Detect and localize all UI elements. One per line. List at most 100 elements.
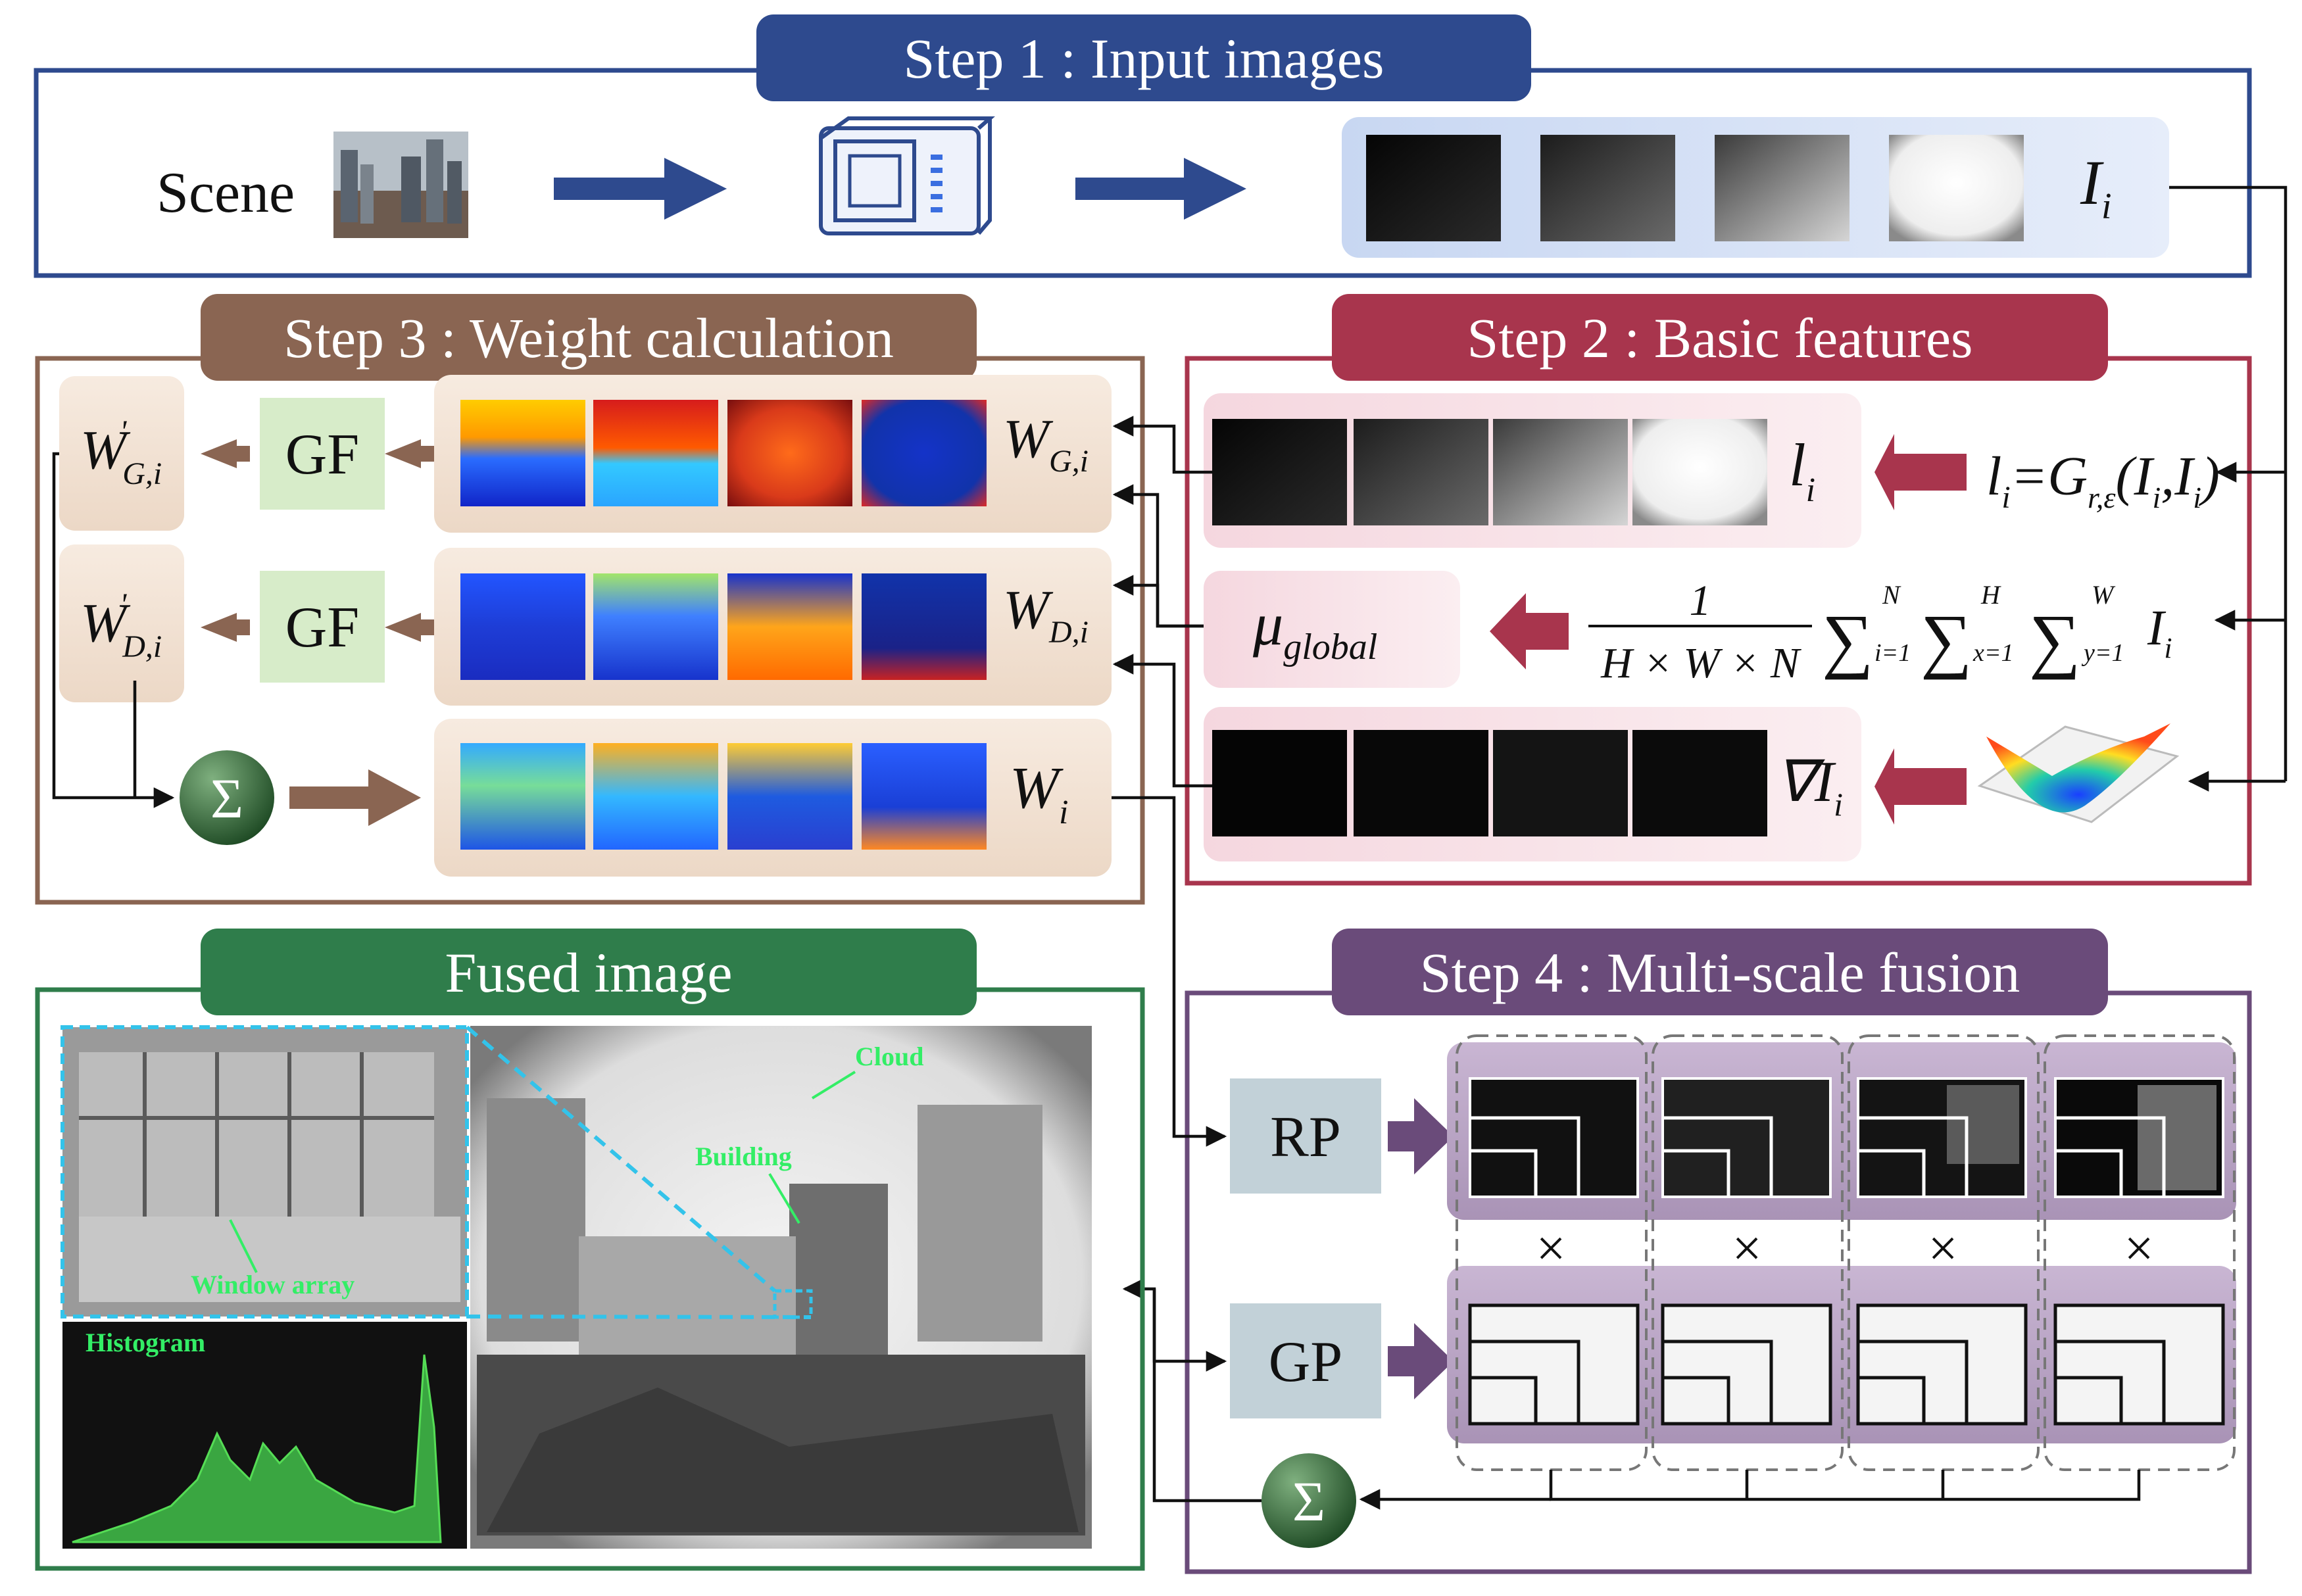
l-image-1 bbox=[1212, 419, 1347, 525]
annotation-building: Building bbox=[695, 1142, 792, 1171]
step3-sum-node bbox=[180, 750, 274, 845]
input-image-3 bbox=[1715, 135, 1849, 241]
wg-map-2 bbox=[593, 400, 718, 506]
sum-3-bottom: y=1 bbox=[2081, 639, 2124, 667]
arrow-gf2-to-wd bbox=[201, 613, 237, 642]
gp-image-1 bbox=[1468, 1303, 1640, 1426]
step1-title: Step 1 : Input images bbox=[904, 27, 1384, 90]
step1-arrow-2 bbox=[1075, 158, 1246, 220]
gp-label: GP bbox=[1269, 1330, 1343, 1394]
connector-mu-to-wd bbox=[1112, 575, 1204, 628]
annotation-cloud-arrow bbox=[811, 1071, 856, 1100]
arrow-wd-to-gf bbox=[385, 613, 421, 642]
rp-label: RP bbox=[1270, 1105, 1341, 1169]
step4-sum-node bbox=[1261, 1453, 1356, 1548]
step4-title: Step 4 : Multi-scale fusion bbox=[1420, 941, 2020, 1004]
rp-image-4 bbox=[2054, 1077, 2224, 1198]
step3-title: Step 3 : Weight calculation bbox=[283, 306, 894, 370]
w-symbol: Wi bbox=[1010, 756, 1068, 831]
input-image-2 bbox=[1540, 135, 1675, 241]
collector-line bbox=[1549, 1470, 2141, 1501]
input-image-4 bbox=[1889, 135, 2024, 241]
step2-section: Step 2 : Basic features li li=Gr,ε(Ii,Ii… bbox=[1185, 294, 2252, 886]
step2-title-pill bbox=[1332, 294, 2108, 381]
step3-title-pill bbox=[201, 294, 977, 381]
wg-prime-box bbox=[59, 376, 184, 531]
grad-image-1 bbox=[1212, 730, 1347, 836]
arrow-eq1-to-l bbox=[1874, 434, 1967, 510]
mu-symbol: μglobal bbox=[1252, 591, 1377, 667]
sum-2: ∑ bbox=[1921, 600, 1972, 680]
connector-mu-to-wg bbox=[1112, 484, 1204, 628]
annotation-cloud: Cloud bbox=[855, 1042, 924, 1071]
input-symbol: Ii bbox=[2080, 147, 2112, 227]
l-image-4 bbox=[1632, 419, 1767, 525]
l-image-3 bbox=[1493, 419, 1628, 525]
histogram-label: Histogram bbox=[86, 1328, 205, 1357]
connector-l-to-wg bbox=[1112, 416, 1212, 474]
sum-3: ∑ bbox=[2029, 600, 2080, 680]
gp-box bbox=[1230, 1303, 1381, 1418]
zoom-guide-line bbox=[466, 1025, 776, 1293]
step4-sum-label: Σ bbox=[1292, 1470, 1325, 1533]
sum-2-bottom: x=1 bbox=[1972, 639, 2014, 667]
step3-sum-label: Σ bbox=[210, 767, 243, 830]
gf-box-2 bbox=[260, 571, 385, 683]
sum-1: ∑ bbox=[1822, 600, 1873, 680]
arrow-gp bbox=[1388, 1323, 1454, 1399]
rp-image-2 bbox=[1661, 1077, 1832, 1198]
fused-section: Fused image bbox=[35, 929, 1145, 1571]
times-4: × bbox=[2124, 1220, 2153, 1278]
step3-section: Step 3 : Weight calculation W'G,i W'D,i … bbox=[35, 294, 1145, 905]
connector-input-down bbox=[2169, 185, 2288, 472]
gp-image-4 bbox=[2053, 1303, 2225, 1426]
eq1: li=Gr,ε(Ii,Ii) bbox=[1986, 446, 2220, 515]
gf-label-2: GF bbox=[285, 596, 360, 660]
histogram-panel bbox=[62, 1322, 467, 1549]
gp-image-2 bbox=[1661, 1303, 1832, 1426]
annotation-window-arrow bbox=[229, 1219, 258, 1273]
sum-1-bottom: i=1 bbox=[1874, 639, 1911, 667]
fused-title-pill bbox=[201, 929, 977, 1015]
connector-grad-to-wd bbox=[1112, 654, 1212, 788]
wd-map-4 bbox=[862, 573, 987, 680]
gf-label-1: GF bbox=[285, 423, 360, 487]
connector-wg-to-sum bbox=[52, 452, 175, 808]
l-symbol: li bbox=[1789, 431, 1815, 509]
scene-label: Scene bbox=[157, 161, 295, 225]
sum-1-top: N bbox=[1882, 580, 1901, 610]
mu-global-box bbox=[1204, 571, 1460, 688]
wg-symbol: WG,i bbox=[1003, 408, 1089, 479]
zoom-inset bbox=[61, 1025, 469, 1318]
connector-sum-to-fused bbox=[1122, 1278, 1261, 1503]
step1-arrow-1-shape bbox=[554, 158, 727, 220]
connector-w-to-rp bbox=[1112, 796, 1227, 1147]
wd-map-1 bbox=[460, 573, 585, 680]
input-image-1 bbox=[1366, 135, 1501, 241]
sum-3-top: W bbox=[2092, 580, 2116, 610]
wd-prime-symbol: W'D,i bbox=[80, 587, 162, 664]
rp-image-1 bbox=[1469, 1077, 1639, 1198]
gf-box-1 bbox=[260, 398, 385, 510]
annotation-window-array: Window array bbox=[191, 1270, 355, 1299]
wd-map-2 bbox=[593, 573, 718, 680]
w-map-3 bbox=[727, 743, 852, 850]
grad-image-4 bbox=[1632, 730, 1767, 836]
times-1: × bbox=[1536, 1220, 1565, 1278]
wd-map-3 bbox=[727, 573, 852, 680]
arrow-sum-to-w bbox=[289, 769, 421, 826]
camera-icon bbox=[819, 116, 995, 235]
arrow-gf1-to-wg bbox=[201, 439, 237, 468]
rp-box bbox=[1230, 1078, 1381, 1194]
rp-image-3 bbox=[1857, 1077, 2027, 1198]
sum-term: Ii bbox=[2147, 600, 2172, 664]
grad-image-3 bbox=[1493, 730, 1628, 836]
grad-image-2 bbox=[1354, 730, 1488, 836]
step4-section: Step 4 : Multi-scale fusion RP GP bbox=[1112, 796, 2252, 1574]
zoom-region-marker bbox=[773, 1289, 813, 1319]
wg-map-4 bbox=[862, 400, 987, 506]
step2-title: Step 2 : Basic features bbox=[1467, 306, 1972, 370]
step1-title-pill bbox=[756, 14, 1531, 101]
fused-title: Fused image bbox=[445, 941, 732, 1004]
